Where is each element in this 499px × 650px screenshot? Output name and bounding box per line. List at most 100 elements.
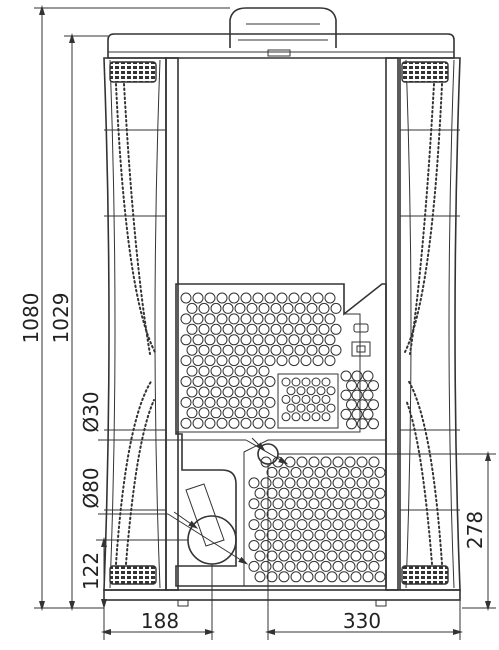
vent-hole — [192, 396, 204, 408]
vent-hole — [368, 380, 379, 392]
vent-hole — [266, 571, 278, 583]
vent-hole — [338, 571, 350, 583]
vent-hole — [276, 355, 288, 367]
right-rail — [385, 57, 399, 591]
vent-hole — [284, 477, 296, 489]
vent-hole — [324, 313, 336, 325]
grille-top-left — [109, 61, 157, 83]
vent-hole — [357, 418, 368, 430]
vent-hole — [314, 571, 326, 583]
vent-hole — [350, 466, 362, 478]
vent-hole — [216, 376, 228, 387]
vent-hole — [234, 386, 246, 398]
vent-hole — [330, 344, 342, 356]
vent-hole — [324, 334, 336, 346]
vent-hole — [294, 344, 306, 356]
vent-hole — [234, 302, 246, 314]
vent-hole — [362, 408, 374, 420]
vent-hole — [210, 323, 222, 335]
top-handle — [229, 7, 337, 48]
vent-hole — [216, 396, 228, 408]
vent-hole — [222, 302, 234, 314]
vent-hole — [281, 394, 291, 404]
vent-hole — [228, 376, 240, 387]
vent-hole — [302, 571, 314, 583]
vent-hole — [291, 394, 301, 404]
vent-hole — [216, 417, 228, 429]
vent-hole — [346, 399, 357, 411]
vent-hole — [286, 386, 296, 396]
vent-hole — [278, 466, 290, 478]
vent-hole — [252, 292, 264, 304]
vent-hole — [228, 355, 240, 367]
vent-hole — [374, 571, 386, 583]
panel-outline — [175, 283, 387, 587]
vent-hole — [240, 417, 252, 429]
vent-hole — [252, 376, 264, 387]
vent-hole — [234, 365, 246, 377]
vent-hole — [290, 571, 302, 583]
vent-hole — [228, 292, 240, 304]
vent-hole — [368, 560, 380, 572]
vent-holes — [180, 292, 386, 583]
vent-hole — [264, 376, 276, 387]
vent-hole — [368, 399, 379, 411]
vent-hole — [332, 456, 344, 468]
vent-hole — [308, 498, 320, 510]
vent-hole — [198, 365, 210, 377]
vent-hole — [254, 571, 266, 583]
power-socket-icon — [351, 341, 371, 357]
vent-hole — [198, 344, 210, 356]
vent-hole — [374, 466, 386, 478]
vent-hole — [186, 302, 198, 314]
vent-hole — [278, 571, 290, 583]
vent-hole — [284, 540, 296, 551]
vent-hole — [346, 418, 357, 430]
vent-hole — [252, 355, 264, 367]
vent-hole — [266, 466, 278, 478]
vent-hole — [270, 344, 282, 356]
vent-hole — [222, 365, 234, 377]
vent-hole — [281, 412, 291, 422]
grille-bottom-right — [401, 565, 449, 585]
vent-hole — [368, 498, 380, 510]
vent-hole — [198, 302, 210, 314]
vent-hole — [312, 292, 324, 304]
vent-hole — [338, 487, 350, 499]
vent-hole — [357, 380, 368, 392]
vent-hole — [321, 377, 331, 387]
vent-hole — [302, 466, 314, 478]
vent-hole — [272, 498, 284, 510]
vent-hole — [290, 529, 302, 541]
dim-total-height: 1080 — [19, 293, 43, 344]
vent-hole — [252, 396, 264, 408]
vent-hole — [186, 407, 198, 419]
vent-hole — [228, 334, 240, 346]
vent-hole — [320, 477, 332, 489]
vent-hole — [258, 302, 270, 314]
vent-hole — [248, 519, 260, 531]
vent-hole — [316, 403, 326, 413]
vent-hole — [192, 313, 204, 325]
vent-hole — [266, 487, 278, 499]
vent-hole — [344, 560, 356, 572]
vent-hole — [332, 560, 344, 572]
vent-hole — [374, 487, 386, 499]
vent-hole — [362, 370, 374, 382]
vent-hole — [248, 477, 260, 489]
vent-hole — [350, 529, 362, 541]
dim-small-pipe-height: 278 — [463, 511, 487, 549]
vent-hole — [222, 386, 234, 398]
vent-hole — [316, 386, 326, 396]
dimension-labels: 1080 1029 Ø30 Ø80 122 188 330 278 — [19, 293, 487, 633]
airflow-lines — [115, 83, 443, 565]
vent-hole — [326, 550, 338, 562]
vent-hole — [228, 313, 240, 325]
vent-hole — [296, 560, 308, 572]
vent-hole — [300, 334, 312, 346]
vent-hole — [330, 302, 342, 314]
vent-hole — [286, 403, 296, 413]
vent-hole — [240, 313, 252, 325]
vent-hole — [318, 323, 330, 335]
vent-hole — [210, 344, 222, 356]
